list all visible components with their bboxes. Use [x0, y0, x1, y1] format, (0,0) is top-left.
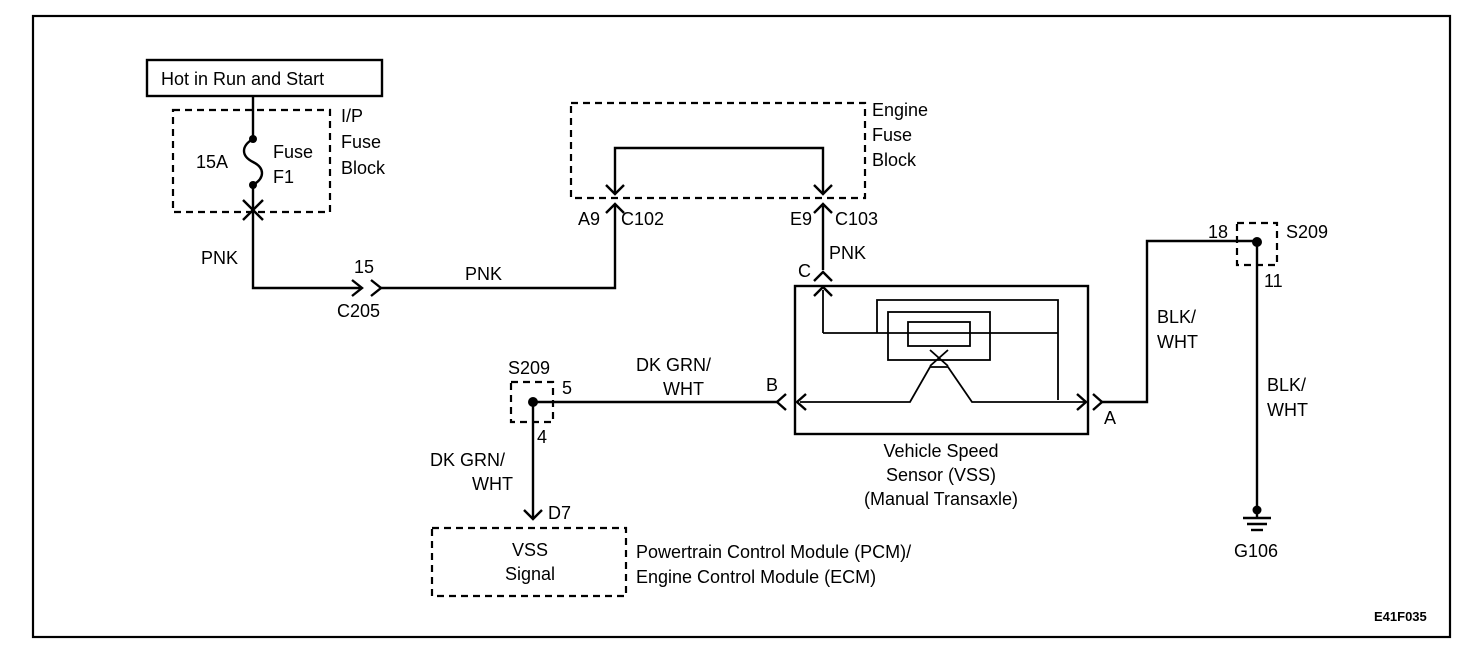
splice-top-pin-in: 18 — [1208, 222, 1228, 242]
dkgrn-right-label-1: DK GRN/ — [636, 355, 711, 375]
fuse-name-1: Fuse — [273, 142, 313, 162]
fuse-name-2: F1 — [273, 167, 294, 187]
engine-fuse-block-label-3: Block — [872, 150, 917, 170]
power-source-label: Hot in Run and Start — [161, 69, 324, 89]
fuse-output-connector-icon — [242, 199, 264, 221]
c102-pin: A9 — [578, 209, 600, 229]
engine-fuse-block-label-1: Engine — [872, 100, 928, 120]
vss-pin-b-connector-icon — [775, 393, 787, 411]
pcm-pin-label: D7 — [548, 503, 571, 523]
pcm-signal-1: VSS — [512, 540, 548, 560]
splice-bottom-pin-right: 5 — [562, 378, 572, 398]
c205-label: C205 — [337, 301, 380, 321]
pnk-wire-c205-c102 — [381, 205, 617, 290]
vss-pin-a-connector-icon — [1092, 393, 1104, 411]
diagram-frame — [31, 14, 1452, 639]
ip-fuse-block-label-2: Fuse — [341, 132, 381, 152]
splice-top: S209 18 11 — [1208, 221, 1328, 291]
pcm-label-1: Powertrain Control Module (PCM)/ — [636, 542, 911, 562]
c103-pin: E9 — [790, 209, 812, 229]
pnk-wire-main — [251, 212, 360, 290]
blk-wire-vss-splice — [1102, 239, 1257, 404]
dkgrn-left-label-1: DK GRN/ — [430, 450, 505, 470]
blk-right-label-2: WHT — [1267, 400, 1308, 420]
pnk-c103-label: PNK — [829, 243, 866, 263]
splice-bottom: S209 5 4 — [508, 358, 572, 447]
splice-top-pin-out: 11 — [1264, 271, 1283, 291]
vss-label-3: (Manual Transaxle) — [864, 489, 1018, 509]
power-source-box: Hot in Run and Start — [145, 58, 384, 98]
ip-fuse-block-label-3: Block — [341, 158, 386, 178]
vss-label-1: Vehicle Speed — [883, 441, 998, 461]
splice-bottom-name: S209 — [508, 358, 550, 378]
engine-fuse-block: Engine Fuse Block — [569, 100, 928, 200]
dkgrn-left-label-2: WHT — [472, 474, 513, 494]
c103-connector-icon — [813, 184, 833, 214]
engine-fuse-block-label-2: Fuse — [872, 125, 912, 145]
ip-fuse-block-label-1: I/P — [341, 106, 363, 126]
pcm-box: VSS Signal Powertrain Control Module (PC… — [430, 526, 911, 598]
c102-label: C102 — [621, 209, 664, 229]
c205-pin: 15 — [354, 257, 374, 277]
pnk-c205-label: PNK — [465, 264, 502, 284]
fuse-rating: 15A — [196, 152, 228, 172]
pcm-signal-2: Signal — [505, 564, 555, 584]
blk-right-label-1: BLK/ — [1267, 375, 1306, 395]
blk-left-label-2: WHT — [1157, 332, 1198, 352]
vss-pin-a-label: A — [1104, 408, 1116, 428]
vss-module: Vehicle Speed Sensor (VSS) (Manual Trans… — [793, 284, 1090, 509]
figure-id: E41F035 — [1374, 609, 1427, 624]
vss-label-2: Sensor (VSS) — [886, 465, 996, 485]
splice-top-name: S209 — [1286, 222, 1328, 242]
c103-label: C103 — [835, 209, 878, 229]
dkgrn-right-label-2: WHT — [663, 379, 704, 399]
vss-pin-b-label: B — [766, 375, 778, 395]
ground-icon — [1243, 505, 1271, 532]
blk-left-label-1: BLK/ — [1157, 307, 1196, 327]
pnk-fuse-label: PNK — [201, 248, 238, 268]
pcm-label-2: Engine Control Module (ECM) — [636, 567, 876, 587]
ground-label: G106 — [1234, 541, 1278, 561]
fuse-icon — [242, 96, 264, 212]
vss-pin-c-label: C — [798, 261, 811, 281]
c102-connector-icon — [605, 184, 625, 214]
splice-bottom-pin-down: 4 — [537, 427, 547, 447]
pcm-connector-icon — [523, 509, 543, 521]
ip-fuse-block: I/P Fuse Block 15A Fuse F1 — [171, 106, 386, 214]
